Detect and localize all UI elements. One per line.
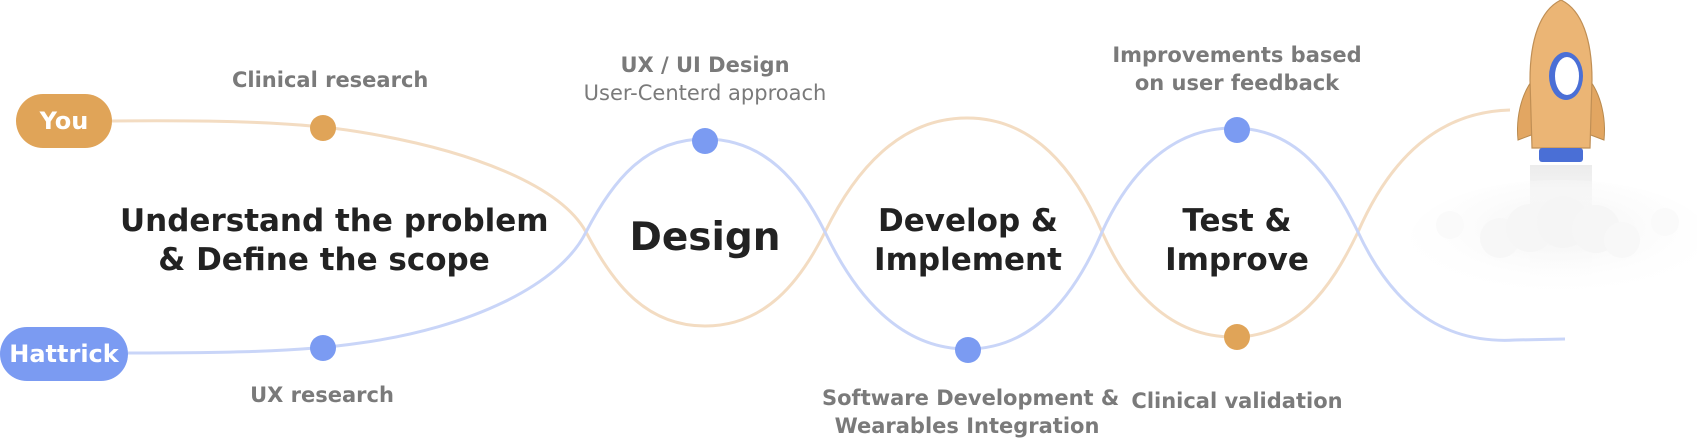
- blue-path: [127, 126, 1566, 355]
- smoke-cloud: [1410, 165, 1697, 300]
- stage-develop-line2: Implement: [874, 242, 1062, 278]
- label-improvements: Improvements based on user feedback: [1112, 43, 1362, 95]
- stage-develop-title: Develop & Implement: [858, 202, 1078, 280]
- stage-test-line1: Test &: [1182, 203, 1292, 239]
- milestone-dot-clinical-validation: [1224, 324, 1250, 350]
- stage-test-line2: Improve: [1165, 242, 1309, 278]
- actor-hattrick-pill: Hattrick: [0, 327, 128, 381]
- label-clinical-validation: Clinical validation: [1131, 389, 1343, 413]
- milestone-dot-ux-research: [310, 335, 336, 361]
- milestone-dot-clinical-research: [310, 115, 336, 141]
- stage-develop-line1: Develop &: [878, 203, 1058, 239]
- milestone-dot-software-development: [955, 337, 981, 363]
- label-ux-ui-design: UX / UI Design User-Centerd approach: [583, 53, 827, 105]
- stage-design-title: Design: [629, 215, 781, 260]
- actor-you-pill: You: [16, 94, 112, 148]
- rocket-icon: [1517, 0, 1605, 162]
- stage-test-title: Test & Improve: [1137, 202, 1337, 280]
- stage-understand-title: Understand the problem & Define the scop…: [120, 202, 549, 280]
- label-software-development: Software Development & Wearables Integra…: [822, 386, 1120, 438]
- milestone-dot-improvements: [1224, 117, 1250, 143]
- stage-understand-line1: Understand the problem: [120, 203, 549, 239]
- milestone-dot-ux-ui-design: [692, 128, 718, 154]
- label-clinical-research: Clinical research: [232, 68, 429, 92]
- orange-path: [111, 108, 1511, 339]
- stage-understand-line2: & Define the scope: [158, 242, 490, 278]
- label-ux-research: UX research: [250, 383, 394, 407]
